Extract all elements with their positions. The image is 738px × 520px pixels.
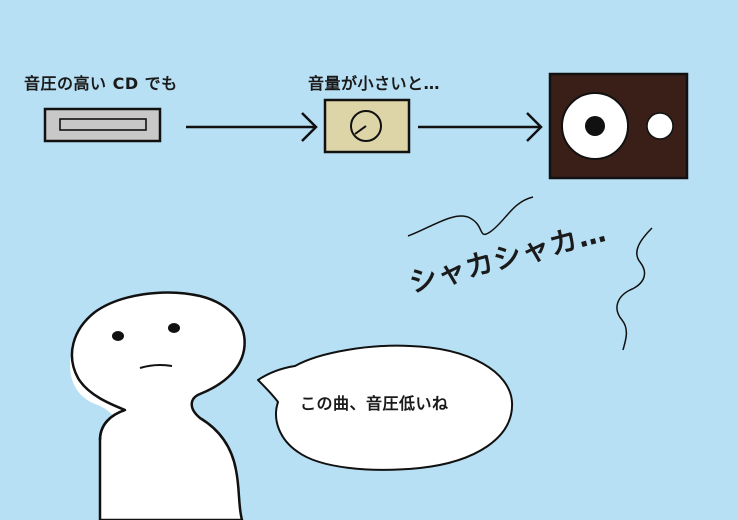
volume-caption: 音量が小さいと…: [308, 74, 441, 93]
volume-knob-icon: [323, 98, 411, 154]
sound-wave-line-right: [616, 227, 653, 351]
sound-wave-line-left: [407, 196, 534, 237]
speaker-icon: [548, 72, 689, 180]
character-figure: [70, 291, 246, 520]
speech-bubble: [257, 344, 514, 471]
cd-caption: 音圧の高い CD でも: [24, 74, 178, 93]
cd-player-icon: [43, 107, 162, 143]
speech-bubble-text: この曲、音圧低いね: [300, 394, 449, 413]
arrow-right-icon: [418, 112, 543, 142]
mouth: [139, 363, 173, 369]
right-eye: [168, 323, 180, 333]
arrow-right-icon: [186, 112, 318, 142]
left-eye: [112, 331, 124, 341]
